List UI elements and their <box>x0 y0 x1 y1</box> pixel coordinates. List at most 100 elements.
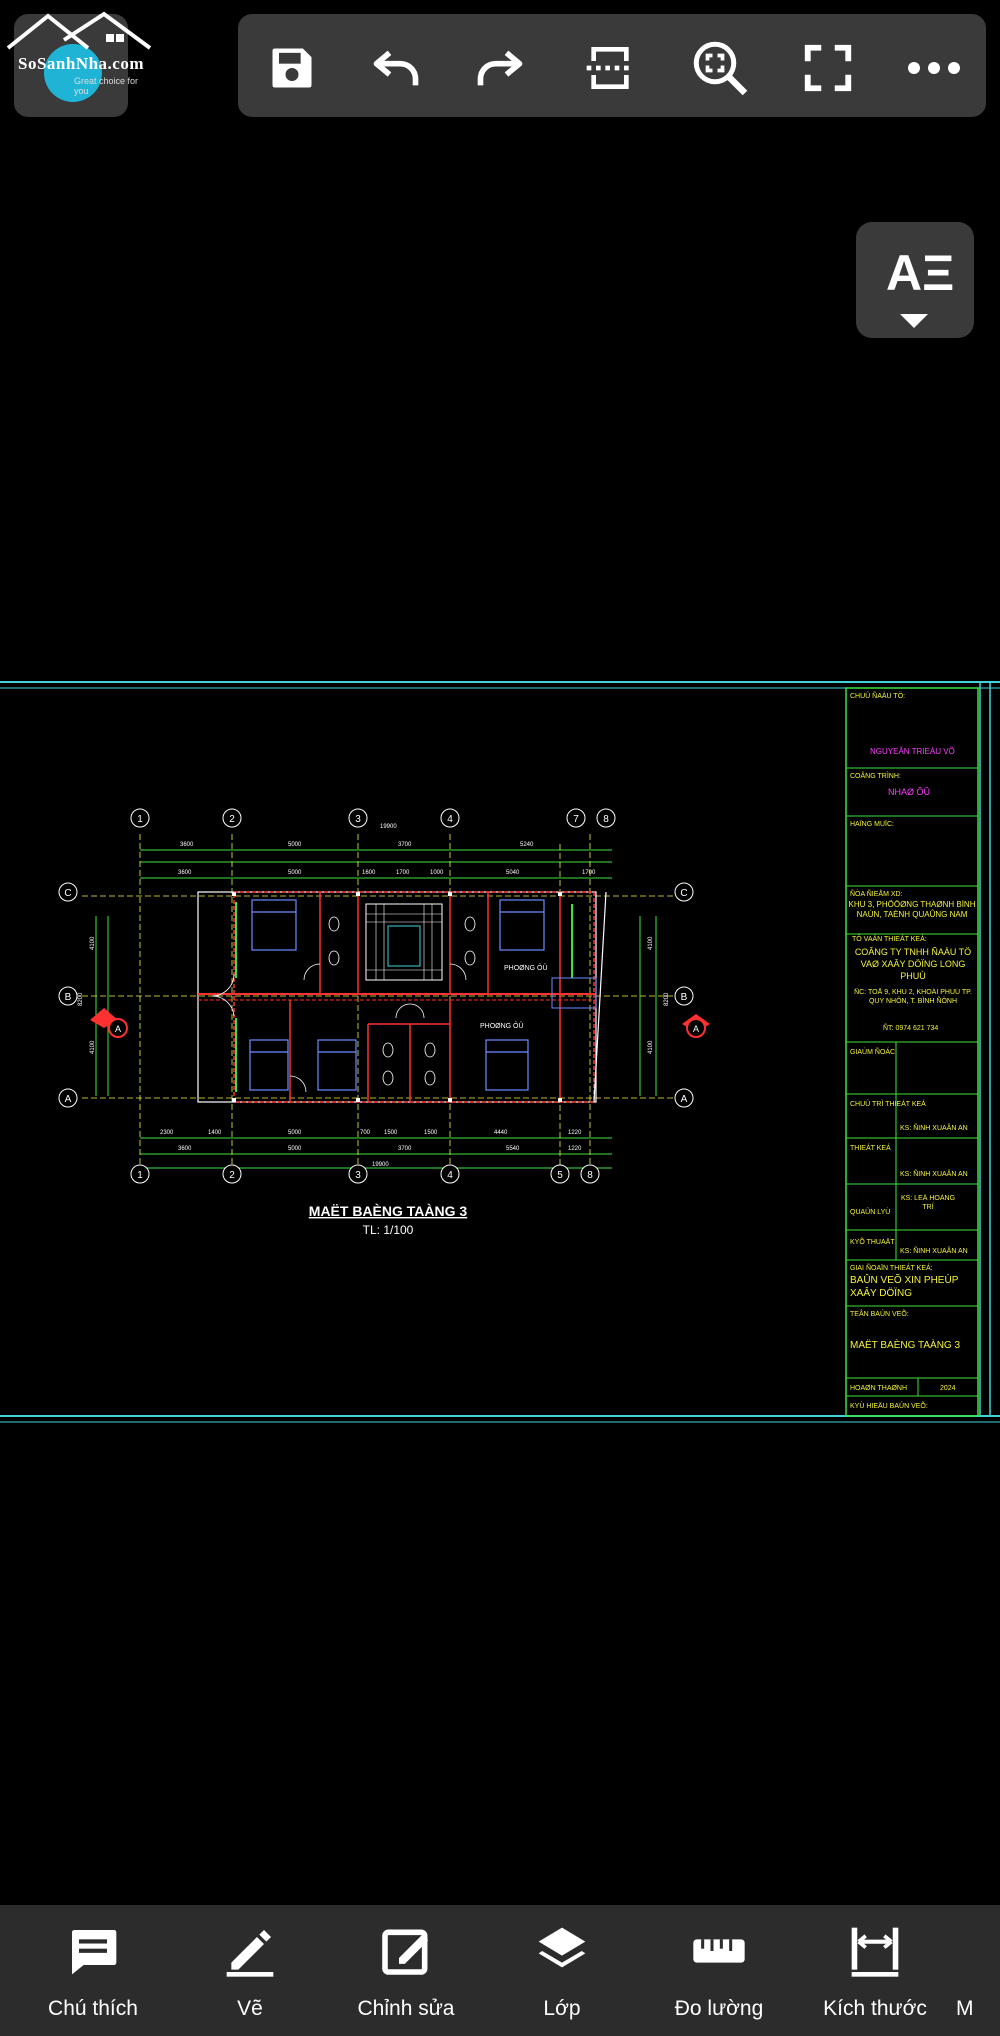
top-toolbar <box>238 14 986 117</box>
dim-top2-4: 1700 <box>396 870 410 876</box>
design-label: THIEÁT KEÁ <box>850 1143 891 1152</box>
dimension-label: Kích thước <box>823 1997 927 2020</box>
dim-bot-7: 4440 <box>494 1130 508 1136</box>
comment-icon <box>72 1930 117 1975</box>
edit-button[interactable]: Chỉnh sửa <box>331 1905 481 2036</box>
watermark-logo: SoSanhNha.com Great choice for you <box>4 6 154 96</box>
grid-top-6: 8 <box>603 814 609 825</box>
more-tools-button[interactable]: M <box>956 1905 1000 2036</box>
tech-name: KS: ÑINH XUAÂN AN <box>900 1246 968 1255</box>
grid-right-b: B <box>681 992 688 1003</box>
grid-bottom-5: 5 <box>557 1170 563 1181</box>
director-label: GIAÙM ÑOÁC <box>850 1047 895 1056</box>
plan-title: MAËT BAÈNG TAÀNG 3 <box>309 1203 468 1219</box>
dim-top2-6: 5040 <box>506 870 520 876</box>
company-name: COÂNG TY TNHH ÑAÀU TÖ VAØ XAÂY DÖÏNG LON… <box>854 947 972 981</box>
dim-bot-5: 1500 <box>384 1130 398 1136</box>
dim-top2-2: 5000 <box>288 870 302 876</box>
grid-right-a: A <box>681 1094 688 1105</box>
layers-button[interactable]: Lớp <box>487 1905 637 2036</box>
dim-left-3: 4100 <box>90 1040 96 1054</box>
page-split-icon[interactable] <box>580 42 640 94</box>
grid-bottom-6: 8 <box>587 1170 593 1181</box>
tech-label: KYÕ THUAÄT <box>850 1237 895 1246</box>
project-name: NHAØ ÔÛ <box>888 787 930 797</box>
dim-top2-7: 1700 <box>582 870 596 876</box>
stage-label: GIAI ÑOAÏN THIEÁT KEÁ: <box>850 1263 933 1272</box>
dim-bot-4: 700 <box>360 1130 371 1136</box>
text-style-button[interactable]: AΞ <box>856 222 974 338</box>
dim-top2-1: 3600 <box>178 870 192 876</box>
logo-tagline: Great choice for you <box>74 76 139 96</box>
dim-top2-5: 1000 <box>430 870 444 876</box>
grid-right-c: C <box>680 888 687 899</box>
chief-label: CHUÛ TRÌ THIEÁT KEÁ <box>850 1099 926 1108</box>
year-value: 2024 <box>940 1385 956 1392</box>
fullscreen-icon[interactable] <box>798 42 858 94</box>
company-phone: ÑT: 0974 621 734 <box>883 1023 938 1032</box>
svg-text:A: A <box>693 1024 699 1034</box>
dim-bot-2: 1400 <box>208 1130 222 1136</box>
grid-bottom-4: 4 <box>447 1170 453 1181</box>
plan-scale: TL: 1/100 <box>363 1223 414 1237</box>
dim-top-3: 3700 <box>398 842 412 848</box>
save-icon[interactable] <box>262 42 322 94</box>
grid-bottom-3: 3 <box>355 1170 361 1181</box>
grid-top-4: 4 <box>447 814 453 825</box>
dim-bot2-2: 5000 <box>288 1146 302 1152</box>
zoom-fit-icon[interactable] <box>690 41 750 96</box>
grid-top-5: 7 <box>573 814 579 825</box>
text-style-icon: AΞ <box>886 245 955 301</box>
undo-icon[interactable] <box>366 42 426 94</box>
grid-left-a: A <box>65 1094 72 1105</box>
dim-bot2-1: 3600 <box>178 1146 192 1152</box>
back-button[interactable] <box>14 14 128 117</box>
annotation-label: Chú thích <box>48 1997 138 2020</box>
dim-bot2-5: 1220 <box>568 1146 582 1152</box>
ruler-icon <box>693 1939 745 1963</box>
dim-bot2-3: 3700 <box>398 1146 412 1152</box>
dim-bot-3: 5000 <box>288 1130 302 1136</box>
dim-bot-total: 19900 <box>372 1162 389 1168</box>
measure-label: Đo lường <box>674 1997 764 2020</box>
annotation-button[interactable]: Chú thích <box>18 1905 168 2036</box>
section-mark-right: A <box>682 1014 710 1038</box>
dim-top-total: 19900 <box>380 824 397 830</box>
manager-name: KS: LEÂ HOÀNG TRÍ <box>900 1195 956 1211</box>
draw-button[interactable]: Vẽ <box>175 1905 325 2036</box>
sheet-value: MAËT BAÈNG TAÀNG 3 <box>850 1338 960 1351</box>
consultant-label: TÖ VAÁN THIEÁT KEÁ: <box>852 934 927 943</box>
dim-right-2: 4100 <box>648 936 654 950</box>
dimension-button[interactable]: Kích thước <box>800 1905 950 2036</box>
chief-name: KS: ÑINH XUAÂN AN <box>900 1123 968 1132</box>
grid-bottom-2: 2 <box>229 1170 235 1181</box>
dim-top-4: 5240 <box>520 842 534 848</box>
more-icon[interactable] <box>904 42 964 94</box>
edit-icon <box>382 1929 429 1975</box>
room-label-top: PHOØNG ÔÛ <box>504 963 548 972</box>
grid-top-2: 2 <box>229 814 235 825</box>
dim-bot2-4: 5540 <box>506 1146 520 1152</box>
floor-plan: PHOØNG ÔÛ PHOØNG ÔÛ 3600 5000 3700 5240 … <box>58 808 710 1237</box>
dim-bot-1: 2300 <box>160 1130 174 1136</box>
chevron-down-icon <box>900 314 928 328</box>
location-label: ÑÒA ÑIEÅM XD: <box>850 889 903 898</box>
grid-left-b: B <box>65 992 72 1003</box>
grid-top-1: 1 <box>137 814 143 825</box>
owner-label: CHUÛ ÑAÀU TÖ: <box>850 691 905 700</box>
pen-icon <box>226 1930 274 1977</box>
room-label-bottom: PHOØNG ÔÛ <box>480 1021 524 1030</box>
redo-icon[interactable] <box>470 42 530 94</box>
grid-bottom-1: 1 <box>137 1170 143 1181</box>
section-mark-left: A <box>90 1008 128 1038</box>
item-label: HAÏNG MUÏC: <box>850 820 894 828</box>
dim-left-1: 4100 <box>90 936 96 950</box>
dim-left-2: 8200 <box>78 992 84 1006</box>
manager-label: QUAÛN LYÙ <box>850 1207 890 1216</box>
symbol-label: KYÙ HIEÄU BAÛN VEÕ: <box>850 1401 928 1410</box>
measure-button[interactable]: Đo lường <box>644 1905 794 2036</box>
dim-right-3: 4100 <box>648 1040 654 1054</box>
app-circle-icon <box>44 44 102 102</box>
company-address: ÑC: TOÅ 9, KHU 2, KHOÁI PHUÙ TP. QUY NHÔ… <box>854 989 972 1005</box>
cad-drawing-canvas[interactable]: CHUÛ ÑAÀU TÖ: NGUYEÃN TRIEÀU VÕ COÂNG TR… <box>0 678 1000 1426</box>
